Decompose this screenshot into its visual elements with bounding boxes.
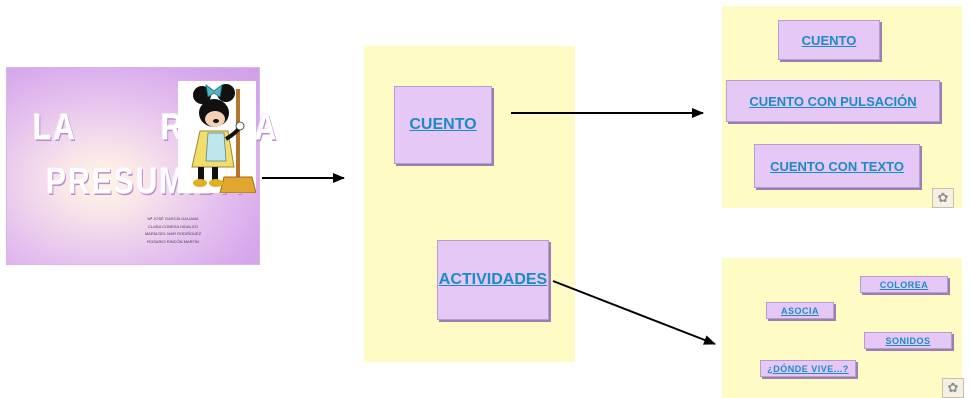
- title-slide: LA RATITA PRESUMIDA: [6, 67, 276, 265]
- cuento-button[interactable]: CUENTO: [394, 86, 492, 164]
- arrow-actividades-to-submenu: [552, 280, 716, 345]
- credit-line: CLARA CONESA HIDALGO: [147, 223, 198, 229]
- asocia-button[interactable]: ASOCIA: [766, 302, 834, 319]
- actividades-button[interactable]: ACTIVIDADES: [437, 240, 549, 320]
- cuento-con-pulsacion-button[interactable]: CUENTO CON PULSACIÓN: [726, 80, 940, 122]
- cuento-submenu-panel: CUENTO CUENTO CON PULSACIÓN CUENTO CON T…: [722, 6, 962, 208]
- donde-vive-button[interactable]: ¿DÓNDE VIVE...?: [760, 360, 856, 377]
- main-menu-panel: CUENTO ACTIVIDADES: [364, 46, 575, 362]
- cuento-con-texto-button[interactable]: CUENTO CON TEXTO: [754, 144, 920, 188]
- actividades-submenu-panel: COLOREA ASOCIA SONIDOS ¿DÓNDE VIVE...? ✿: [722, 258, 964, 398]
- credit-line: MARÍA DEL MAR RODRÍGUEZ: [144, 231, 202, 236]
- minnie-mouse-illustration: [178, 81, 257, 194]
- colorea-button[interactable]: COLOREA: [860, 276, 948, 293]
- flower-icon[interactable]: ✿: [932, 188, 954, 208]
- cuento-option-button[interactable]: CUENTO: [778, 20, 880, 60]
- credit-line: ROSARIO RINCÓN MARTÍN: [147, 238, 199, 244]
- credits-text: Mª JOSÉ GARCÍA GALIANA CLARA CONESA HIDA…: [118, 215, 228, 245]
- sonidos-button[interactable]: SONIDOS: [864, 332, 952, 349]
- credit-line: Mª JOSÉ GARCÍA GALIANA: [147, 216, 199, 221]
